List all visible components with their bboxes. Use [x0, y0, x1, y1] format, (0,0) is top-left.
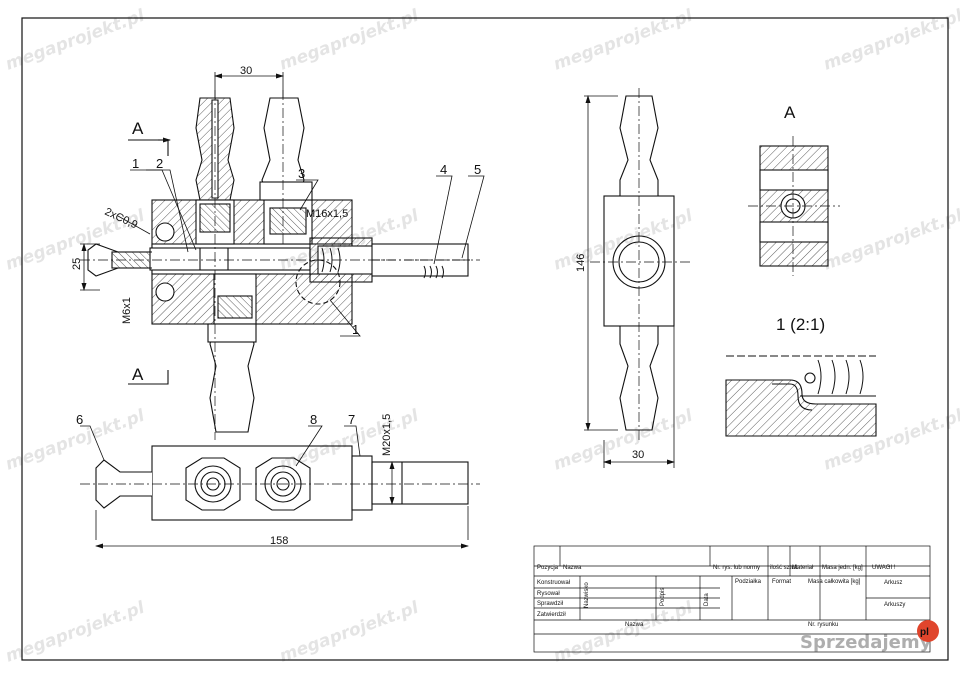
part-number: 1	[132, 156, 139, 171]
tb-material: Materiał	[792, 565, 814, 571]
section-mark-a-bottom: A	[132, 365, 144, 384]
tb-format: Format	[772, 579, 791, 585]
view-a-title: A	[784, 103, 796, 122]
dim-25: 25	[71, 258, 83, 270]
watermark: megaprojekt.pl	[551, 5, 696, 74]
logo-badge-icon	[917, 620, 939, 642]
dimension-lines	[80, 72, 675, 549]
tb-nazwa2: Nazwa	[625, 622, 644, 628]
logo-text: Sprzedajemy	[800, 632, 932, 653]
detail-title: 1 (2:1)	[776, 315, 825, 334]
logo-suffix: pl	[920, 627, 929, 638]
watermark: megaprojekt.pl	[3, 5, 148, 74]
watermark: megaprojekt.pl	[277, 5, 422, 74]
tb-pozycja: Pozycja	[537, 565, 559, 571]
tb-podzialka: Podziałka	[735, 579, 762, 585]
watermark: megaprojekt.pl	[277, 597, 422, 666]
dim-m6: M6x1	[121, 297, 133, 324]
part-number: 3	[298, 166, 305, 181]
tb-nr-rysunku: Nr. rysunku	[808, 622, 838, 628]
watermark: megaprojekt.pl	[821, 5, 960, 74]
part-number: 4	[440, 162, 447, 177]
side-view	[590, 88, 690, 440]
tb-data: Data	[704, 593, 710, 606]
title-block-text: Pozycja Nazwa Nr. rys. lub normy ilość s…	[537, 565, 905, 628]
section-mark-a-top: A	[132, 119, 144, 138]
tb-podpis: Podpis	[660, 588, 666, 606]
tb-arkusz: Arkusz	[884, 580, 902, 586]
tb-nazwa: Nazwa	[563, 565, 582, 571]
dim-m16: M16x1,5	[306, 208, 348, 220]
bottom-view	[80, 445, 480, 521]
dim-158: 158	[270, 535, 288, 547]
title-block	[533, 545, 931, 653]
tb-zatwierdzil: Zatwierdził	[537, 612, 566, 618]
sprzedajemy-logo: Sprzedajemy pl	[800, 620, 939, 653]
main-section-view	[80, 90, 480, 440]
tb-konstruowal: Konstruował	[537, 580, 571, 586]
part-number: 8	[310, 412, 317, 427]
dim-30-side: 30	[632, 449, 644, 461]
tb-ilosc: ilość sztuk	[770, 565, 799, 571]
watermark: megaprojekt.pl	[3, 597, 148, 666]
part-number: 1	[352, 322, 359, 337]
section-a-view	[748, 136, 840, 276]
tb-arkuszy: Arkuszy	[884, 602, 905, 608]
tb-rysowal: Rysował	[537, 591, 560, 597]
part-number: 7	[348, 412, 355, 427]
part-number: 6	[76, 412, 83, 427]
dim-146: 146	[575, 254, 587, 272]
part-number: 5	[474, 162, 481, 177]
part-number: 2	[156, 156, 163, 171]
tb-nazwisko: Nazwisko	[584, 582, 590, 608]
tb-masa-jedn: Masa jedn. [kg]	[822, 565, 863, 571]
tb-masa-calk: Masa całkowita [kg]	[808, 579, 861, 585]
watermark: megaprojekt.pl	[821, 205, 960, 274]
drawing-frame	[21, 17, 949, 661]
dim-30-top: 30	[240, 65, 252, 77]
tb-nr-rys: Nr. rys. lub normy	[713, 565, 760, 571]
tb-sprawdzil: Sprawdził	[537, 601, 564, 607]
dim-m20: M20x1,5	[381, 414, 393, 456]
tb-uwagi: UWAGI !	[872, 565, 896, 571]
detail-1-view	[725, 355, 877, 437]
